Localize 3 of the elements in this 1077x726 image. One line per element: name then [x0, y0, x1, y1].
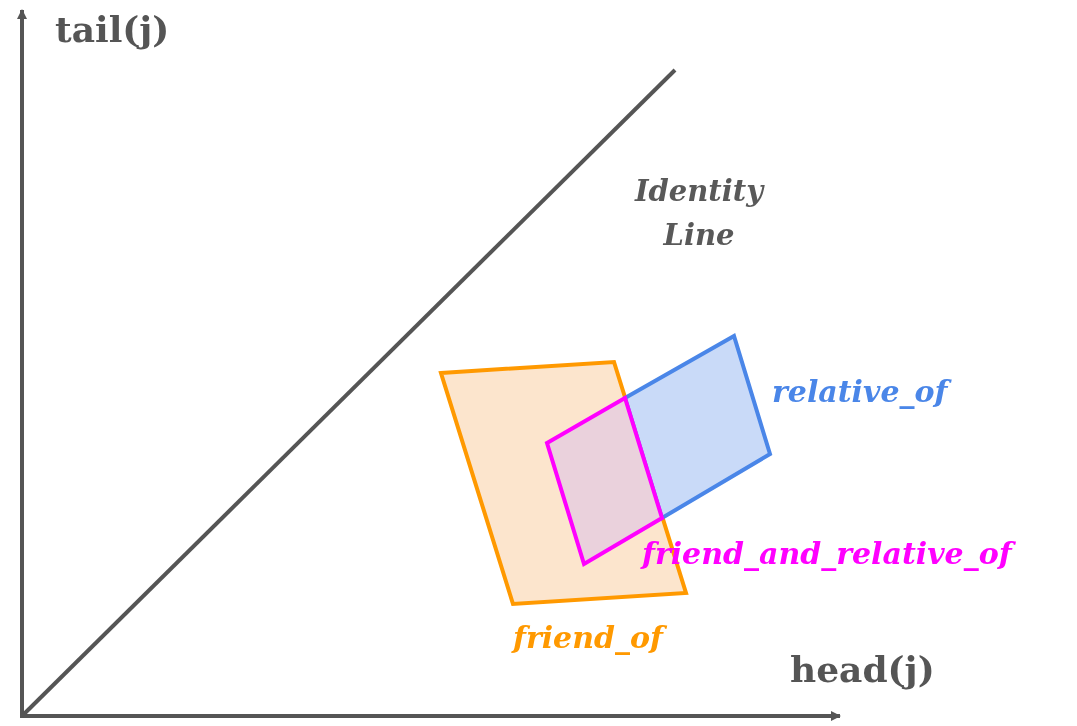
line-label: Identity Line [633, 173, 766, 254]
axis-title: head(j) [790, 648, 935, 690]
axis-title: tail(j) [55, 8, 170, 50]
